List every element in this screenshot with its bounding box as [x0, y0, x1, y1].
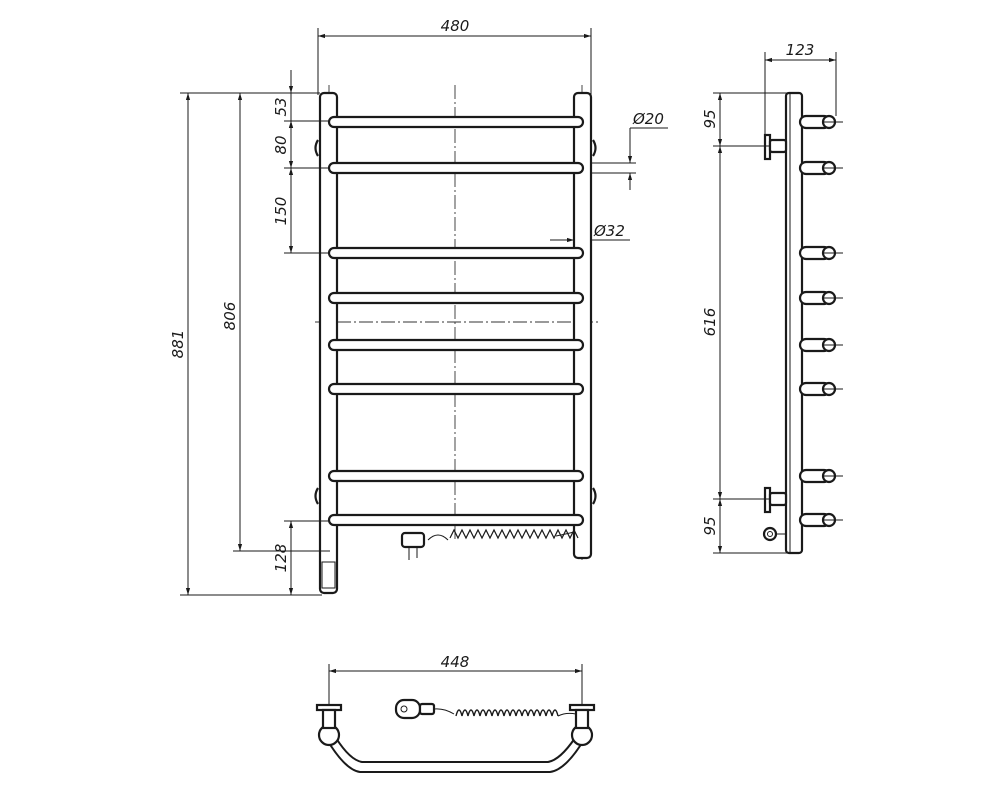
side-view: 123 95 616 95 [701, 41, 843, 555]
wall-mount-bottom [763, 486, 788, 514]
bracket-right-bottom [592, 487, 597, 505]
dimension-80-label: 80 [272, 135, 290, 154]
rung-8 [327, 513, 585, 527]
dimension-806-label: 806 [221, 302, 239, 331]
dimension-53-label: 53 [272, 97, 290, 116]
rung-3 [327, 246, 585, 260]
dimension-123-label: 123 [786, 41, 815, 59]
dimension-150-label: 150 [272, 197, 290, 226]
plan-plug-icon [394, 698, 436, 720]
plug-icon [400, 531, 426, 560]
plan-coiled-cable [433, 708, 577, 717]
dimension-95-bottom-label: 95 [701, 516, 719, 535]
heater-connector-icon [762, 526, 786, 542]
plan-left-bracket [321, 708, 337, 730]
plan-rung-outer [325, 737, 586, 773]
front-view: 480 881 806 53 80 150 128 Ø20 [169, 17, 668, 596]
bracket-right-top [592, 139, 597, 157]
rung-6 [327, 382, 585, 396]
control-box [321, 561, 336, 589]
rung-2 [327, 161, 585, 175]
side-vertical-post [784, 91, 804, 555]
plan-rung-inner [335, 737, 576, 763]
wall-mount-top [763, 133, 788, 161]
dimension-d20-label: Ø20 [632, 110, 664, 128]
rung-5 [327, 338, 585, 352]
plan-view: 448 [315, 653, 596, 773]
plan-right-bracket [574, 708, 590, 730]
rung-7 [327, 469, 585, 483]
rung-1 [327, 115, 585, 129]
dimension-448-label: 448 [441, 653, 470, 671]
dimension-480-label: 480 [441, 17, 470, 35]
dimension-95-top-label: 95 [701, 109, 719, 128]
side-rungs [798, 114, 837, 528]
dimension-128-label: 128 [272, 544, 290, 573]
dimension-616-label: 616 [701, 308, 719, 337]
bracket-left-top [314, 139, 319, 157]
bracket-left-bottom [314, 487, 319, 505]
right-vertical-post [572, 91, 593, 560]
dimension-d32-label: Ø32 [593, 222, 625, 240]
heating-cable [427, 528, 579, 541]
dimension-881-label: 881 [169, 330, 187, 359]
rung-4 [327, 291, 585, 305]
